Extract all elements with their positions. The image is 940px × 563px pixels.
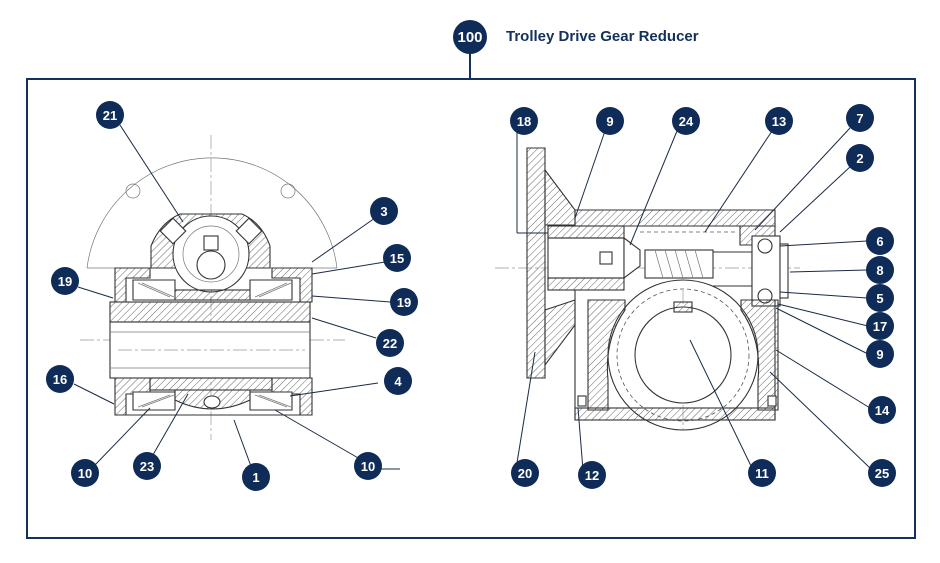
callout-10: 10 (71, 459, 99, 487)
svg-text:4: 4 (394, 374, 402, 389)
callout-16: 16 (46, 365, 74, 393)
diagram-title: Trolley Drive Gear Reducer (506, 28, 699, 45)
svg-text:19: 19 (58, 274, 72, 289)
svg-text:7: 7 (856, 111, 863, 126)
callout-12: 12 (578, 461, 606, 489)
svg-text:3: 3 (380, 204, 387, 219)
svg-text:25: 25 (875, 466, 889, 481)
svg-text:21: 21 (103, 108, 117, 123)
callout-14: 14 (868, 396, 896, 424)
svg-text:24: 24 (679, 114, 694, 129)
svg-text:9: 9 (606, 114, 613, 129)
callout-19: 19 (390, 288, 418, 316)
left-view-leaders (73, 124, 400, 470)
svg-text:22: 22 (383, 336, 397, 351)
svg-text:17: 17 (873, 319, 887, 334)
callout-23: 23 (133, 452, 161, 480)
right-view-drawing (495, 147, 800, 431)
svg-text:15: 15 (390, 251, 404, 266)
callout-5: 5 (866, 284, 894, 312)
svg-text:23: 23 (140, 459, 154, 474)
callout-17: 17 (866, 312, 894, 340)
svg-text:11: 11 (755, 466, 769, 481)
left-view-drawing (80, 135, 345, 440)
callout-7: 7 (846, 104, 874, 132)
callout-13: 13 (765, 107, 793, 135)
svg-text:16: 16 (53, 372, 67, 387)
callout-8: 8 (866, 256, 894, 284)
callout-15: 15 (383, 244, 411, 272)
assembly-callout-100: 100 (453, 20, 487, 54)
callout-10: 10 (354, 452, 382, 480)
callout-3: 3 (370, 197, 398, 225)
callout-18: 18 (510, 107, 538, 135)
svg-text:9: 9 (876, 347, 883, 362)
svg-text:10: 10 (361, 459, 375, 474)
callout-19: 19 (51, 267, 79, 295)
svg-text:2: 2 (856, 151, 863, 166)
callout-9: 9 (866, 340, 894, 368)
callout-11: 11 (748, 459, 776, 487)
svg-text:19: 19 (397, 295, 411, 310)
svg-text:14: 14 (875, 403, 890, 418)
svg-text:6: 6 (876, 234, 883, 249)
callout-22: 22 (376, 329, 404, 357)
svg-text:5: 5 (876, 291, 883, 306)
assembly-callout-label: 100 (457, 29, 482, 46)
callout-21: 21 (96, 101, 124, 129)
svg-text:1: 1 (252, 470, 259, 485)
callout-9: 9 (596, 107, 624, 135)
svg-text:18: 18 (517, 114, 531, 129)
right-view-leaders (515, 127, 871, 471)
svg-text:8: 8 (876, 263, 883, 278)
svg-text:20: 20 (518, 466, 532, 481)
callout-25: 25 (868, 459, 896, 487)
callout-20: 20 (511, 459, 539, 487)
svg-text:12: 12 (585, 468, 599, 483)
svg-text:13: 13 (772, 114, 786, 129)
svg-text:10: 10 (78, 466, 92, 481)
callout-24: 24 (672, 107, 700, 135)
callout-4: 4 (384, 367, 412, 395)
callout-1: 1 (242, 463, 270, 491)
callout-2: 2 (846, 144, 874, 172)
callout-6: 6 (866, 227, 894, 255)
